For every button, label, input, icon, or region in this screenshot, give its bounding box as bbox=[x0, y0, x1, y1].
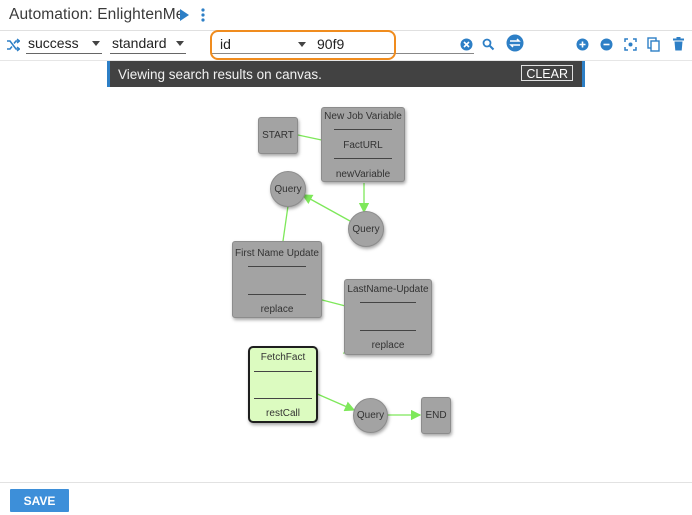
swap-icon[interactable] bbox=[506, 34, 524, 52]
first-name-update-node[interactable]: First Name Update replace bbox=[232, 241, 322, 318]
footer: SAVE bbox=[0, 482, 692, 515]
edge bbox=[314, 392, 356, 412]
more-vert-icon[interactable] bbox=[199, 8, 207, 22]
clear-button[interactable]: CLEAR bbox=[521, 65, 573, 81]
title-bar: Automation: EnlightenMe bbox=[0, 0, 692, 30]
search-field-select[interactable]: id bbox=[220, 34, 308, 54]
status-filter-select[interactable]: success bbox=[26, 33, 102, 54]
new-job-variable-node[interactable]: New Job Variable FactURL newVariable bbox=[321, 107, 405, 182]
chevron-down-icon bbox=[92, 41, 100, 46]
edge bbox=[301, 194, 351, 222]
save-button[interactable]: SAVE bbox=[10, 489, 69, 512]
search-icon[interactable] bbox=[482, 38, 495, 51]
level-filter-select[interactable]: standard bbox=[110, 33, 186, 54]
query-node[interactable]: Query bbox=[353, 398, 388, 433]
search-results-banner: Viewing search results on canvas. CLEAR bbox=[107, 61, 585, 87]
start-node[interactable]: START bbox=[258, 117, 298, 154]
delete-icon[interactable] bbox=[673, 37, 684, 51]
last-name-update-node[interactable]: LastName-Update replace bbox=[344, 279, 432, 355]
clear-search-icon[interactable] bbox=[460, 38, 473, 51]
chevron-down-icon bbox=[176, 41, 184, 46]
fetch-fact-node[interactable]: FetchFact restCall bbox=[248, 346, 318, 423]
fit-screen-icon[interactable] bbox=[624, 38, 637, 51]
page-title: Automation: EnlightenMe bbox=[9, 6, 185, 23]
end-node[interactable]: END bbox=[421, 397, 451, 434]
query-node[interactable]: Query bbox=[348, 211, 384, 247]
search-input[interactable] bbox=[315, 34, 459, 54]
workflow-canvas[interactable]: START New Job Variable FactURL newVariab… bbox=[0, 88, 692, 480]
play-icon[interactable] bbox=[178, 8, 190, 22]
query-node[interactable]: Query bbox=[270, 171, 306, 207]
shuffle-icon[interactable] bbox=[6, 38, 20, 52]
zoom-in-icon[interactable] bbox=[576, 38, 589, 51]
chevron-down-icon bbox=[298, 42, 306, 47]
copy-icon[interactable] bbox=[647, 37, 660, 52]
zoom-out-icon[interactable] bbox=[600, 38, 613, 51]
banner-message: Viewing search results on canvas. bbox=[118, 67, 322, 82]
